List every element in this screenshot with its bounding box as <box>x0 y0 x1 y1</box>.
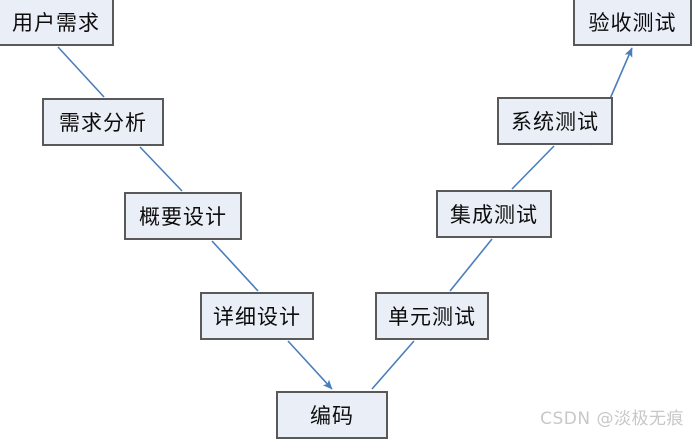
node-requirements-analysis[interactable]: 需求分析 <box>42 98 164 146</box>
node-integration-test[interactable]: 集成测试 <box>436 190 552 238</box>
edge-user-req-to-req-analysis <box>57 46 105 98</box>
node-detailed-design[interactable]: 详细设计 <box>200 292 314 340</box>
csdn-watermark: CSDN @淡极无痕 <box>540 409 684 429</box>
node-outline-design[interactable]: 概要设计 <box>124 192 242 240</box>
edge-coding-to-unit-test <box>371 340 415 390</box>
edge-req-analysis-to-outline <box>139 146 183 192</box>
node-acceptance-test[interactable]: 验收测试 <box>573 0 692 46</box>
node-user-requirements[interactable]: 用户需求 <box>0 0 114 46</box>
edge-detailed-to-coding <box>287 340 333 390</box>
edge-outline-to-detailed <box>211 240 259 292</box>
edge-unit-to-integration <box>449 238 493 292</box>
edge-integration-to-system <box>511 145 555 190</box>
node-unit-test[interactable]: 单元测试 <box>375 292 489 340</box>
node-system-test[interactable]: 系统测试 <box>497 97 613 145</box>
node-coding[interactable]: 编码 <box>276 391 388 439</box>
